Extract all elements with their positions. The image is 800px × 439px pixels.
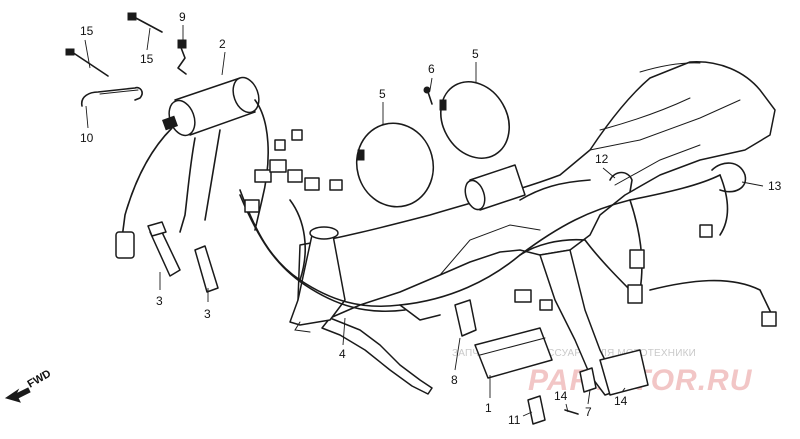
callout-8: 8 <box>451 373 458 387</box>
callout-6: 6 <box>428 62 435 76</box>
watermark-tagline: ЗАПЧАСТИ И АКСЕССУАРЫ ДЛЯ МОТОТЕХНИКИ <box>452 348 696 359</box>
cdi-unit <box>474 327 553 379</box>
fwd-label: FWD <box>26 368 54 391</box>
callout-5-right: 5 <box>472 47 479 61</box>
harness-clamp <box>609 171 633 193</box>
callout-3-right: 3 <box>204 307 211 321</box>
bolt <box>65 12 163 77</box>
callout-13: 13 <box>768 179 782 193</box>
ignition-coil <box>121 76 269 239</box>
callout-7: 7 <box>585 405 592 419</box>
callout-2: 2 <box>219 37 226 51</box>
callout-15-lower: 15 <box>140 52 154 66</box>
regulator <box>527 349 649 425</box>
wire-clip <box>177 39 187 75</box>
callout-12: 12 <box>595 152 609 166</box>
callout-3-left: 3 <box>156 294 163 308</box>
callout-15-upper: 15 <box>80 24 94 38</box>
callout-10: 10 <box>80 131 94 145</box>
leader-lines <box>84 25 764 417</box>
bracket <box>454 299 477 337</box>
fwd-arrow: FWD <box>4 368 54 403</box>
callout-4: 4 <box>339 347 346 361</box>
callout-5-left: 5 <box>379 87 386 101</box>
wire-band <box>80 86 143 107</box>
callout-14-center: 14 <box>554 389 568 403</box>
callout-1: 1 <box>485 401 492 415</box>
screw <box>423 86 433 105</box>
callout-14-right: 14 <box>614 394 628 408</box>
battery-band <box>355 81 510 208</box>
callout-9: 9 <box>179 10 186 24</box>
main-wire-harness <box>239 129 777 327</box>
callout-labels: 15 15 9 2 10 6 5 5 12 13 3 3 4 8 1 14 11… <box>80 10 782 427</box>
callout-11: 11 <box>508 413 521 427</box>
spark-plug-cap <box>115 221 219 293</box>
relay-unit <box>464 164 526 211</box>
sensor-loop <box>711 162 747 193</box>
